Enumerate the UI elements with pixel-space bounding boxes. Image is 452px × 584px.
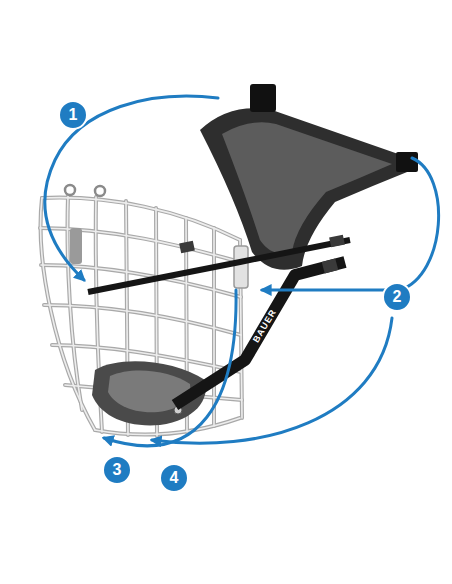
direction-arrows-part [104, 290, 236, 446]
callout-number-text: 4 [170, 470, 179, 486]
cage-wires-part [40, 196, 242, 436]
direction-arrows [45, 96, 439, 446]
direction-arrows-part [45, 96, 218, 280]
brand-text: BAUER [252, 308, 279, 344]
callout-number: 1 [58, 100, 88, 130]
callout-number: 3 [102, 455, 132, 485]
callout-number: 4 [159, 463, 189, 493]
straps-part [179, 241, 195, 254]
callout-number-text: 2 [393, 289, 402, 305]
cage-clips-part [234, 246, 248, 288]
cage-wires-part [44, 305, 241, 335]
straps [88, 235, 350, 405]
cage-wires-part [95, 186, 105, 196]
chin-pad-part [396, 152, 418, 172]
direction-arrows-part [262, 158, 439, 290]
straps-part [322, 258, 339, 273]
cage-wires-part [68, 196, 82, 410]
cage-wires-part [44, 305, 241, 335]
chin-pad-part [250, 84, 276, 112]
chin-pad [200, 84, 418, 270]
cage-wires-part [65, 185, 75, 195]
callout-number: 2 [382, 282, 412, 312]
direction-arrows-part [152, 318, 392, 443]
callout-number-text: 1 [69, 107, 78, 123]
straps-part [329, 235, 345, 248]
callout-number-text: 3 [113, 462, 122, 478]
straps-part [175, 262, 345, 405]
cage-wires-part [40, 196, 242, 436]
cage-wires [40, 185, 242, 436]
chin-pad-part [200, 108, 412, 270]
cage-clips-part [70, 228, 82, 264]
chin-pad-part [222, 122, 392, 253]
